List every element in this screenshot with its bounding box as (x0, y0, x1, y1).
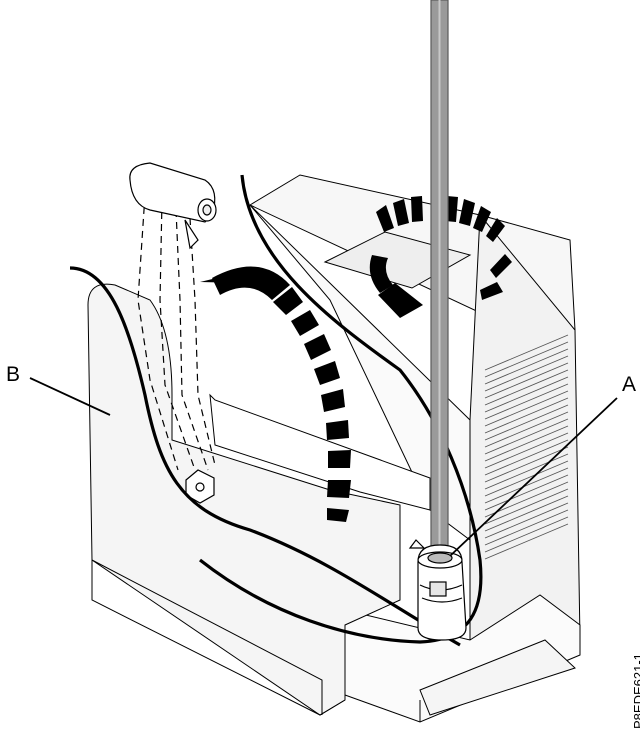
callout-label-b: B (6, 363, 21, 386)
callout-label-a: A (622, 373, 637, 396)
torque-tool (408, 0, 467, 641)
leader-line-b (29, 377, 111, 416)
base-plate (344, 594, 581, 723)
front-shroud (87, 283, 431, 716)
figure-id: P8EDE621-1 (631, 653, 640, 729)
leader-line-a (449, 397, 618, 557)
lever-raised (137, 194, 216, 471)
outline-curve-left (69, 266, 461, 647)
captive-screw (408, 539, 467, 641)
heatsink-fins-upper (484, 334, 569, 560)
rotate-clockwise-icon (369, 196, 512, 318)
lever-handle (129, 162, 217, 250)
lever-up-arrow-icon (200, 266, 351, 522)
outline-curve-right (199, 174, 483, 644)
